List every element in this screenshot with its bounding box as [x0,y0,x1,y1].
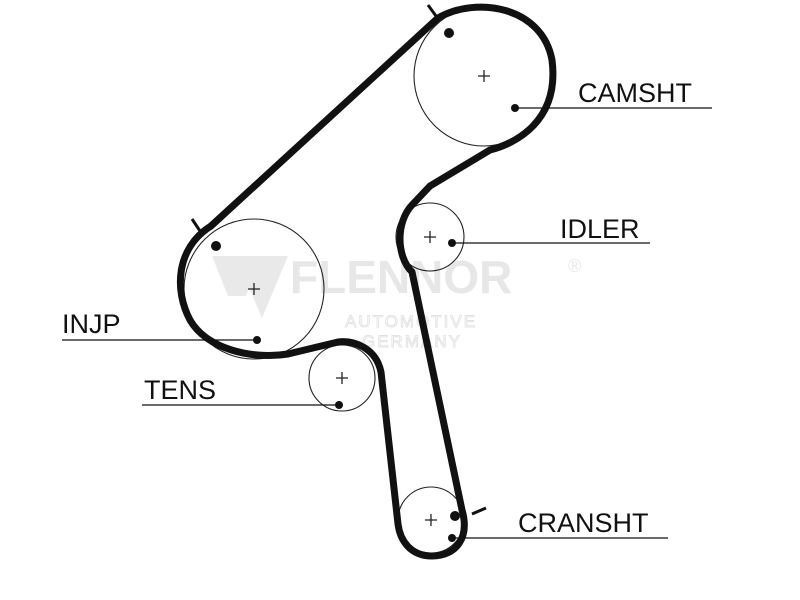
labels: CAMSHT IDLER INJP TENS CRANSHT [62,78,692,538]
watermark-line1: AUTOMOTIVE [345,312,477,331]
camshaft-mark-dot-icon [444,28,454,38]
tensioner-label: TENS [144,375,216,405]
tensioner-centre-icon [336,372,348,384]
pulley-centres [248,70,490,526]
idler-centre-icon [424,231,436,243]
injection-pump-centre-icon [248,283,260,295]
watermark: FLENNOR ® AUTOMOTIVE GERMANY [212,251,581,351]
crankshaft-mark-dot-icon [450,511,460,521]
crankshaft-centre-icon [425,514,437,526]
injection-pump-mark-dot-icon [211,241,221,251]
camshaft-centre-icon [478,70,490,82]
idler-pulley [395,202,465,272]
camshaft-label: CAMSHT [578,78,692,108]
crankshaft-label: CRANSHT [518,508,649,538]
leader-lines [62,107,712,539]
idler-label: IDLER [560,214,640,244]
timing-belt [176,3,557,560]
injection-pump-label: INJP [62,309,121,339]
watermark-logo-icon [212,256,288,318]
timing-marks [190,4,487,516]
camshaft-timing-mark-icon [426,4,438,17]
watermark-line2: GERMANY [362,332,462,351]
crankshaft-timing-mark-icon [471,506,487,516]
injection-pump-timing-mark-icon [190,218,202,232]
watermark-registered: ® [568,256,581,276]
